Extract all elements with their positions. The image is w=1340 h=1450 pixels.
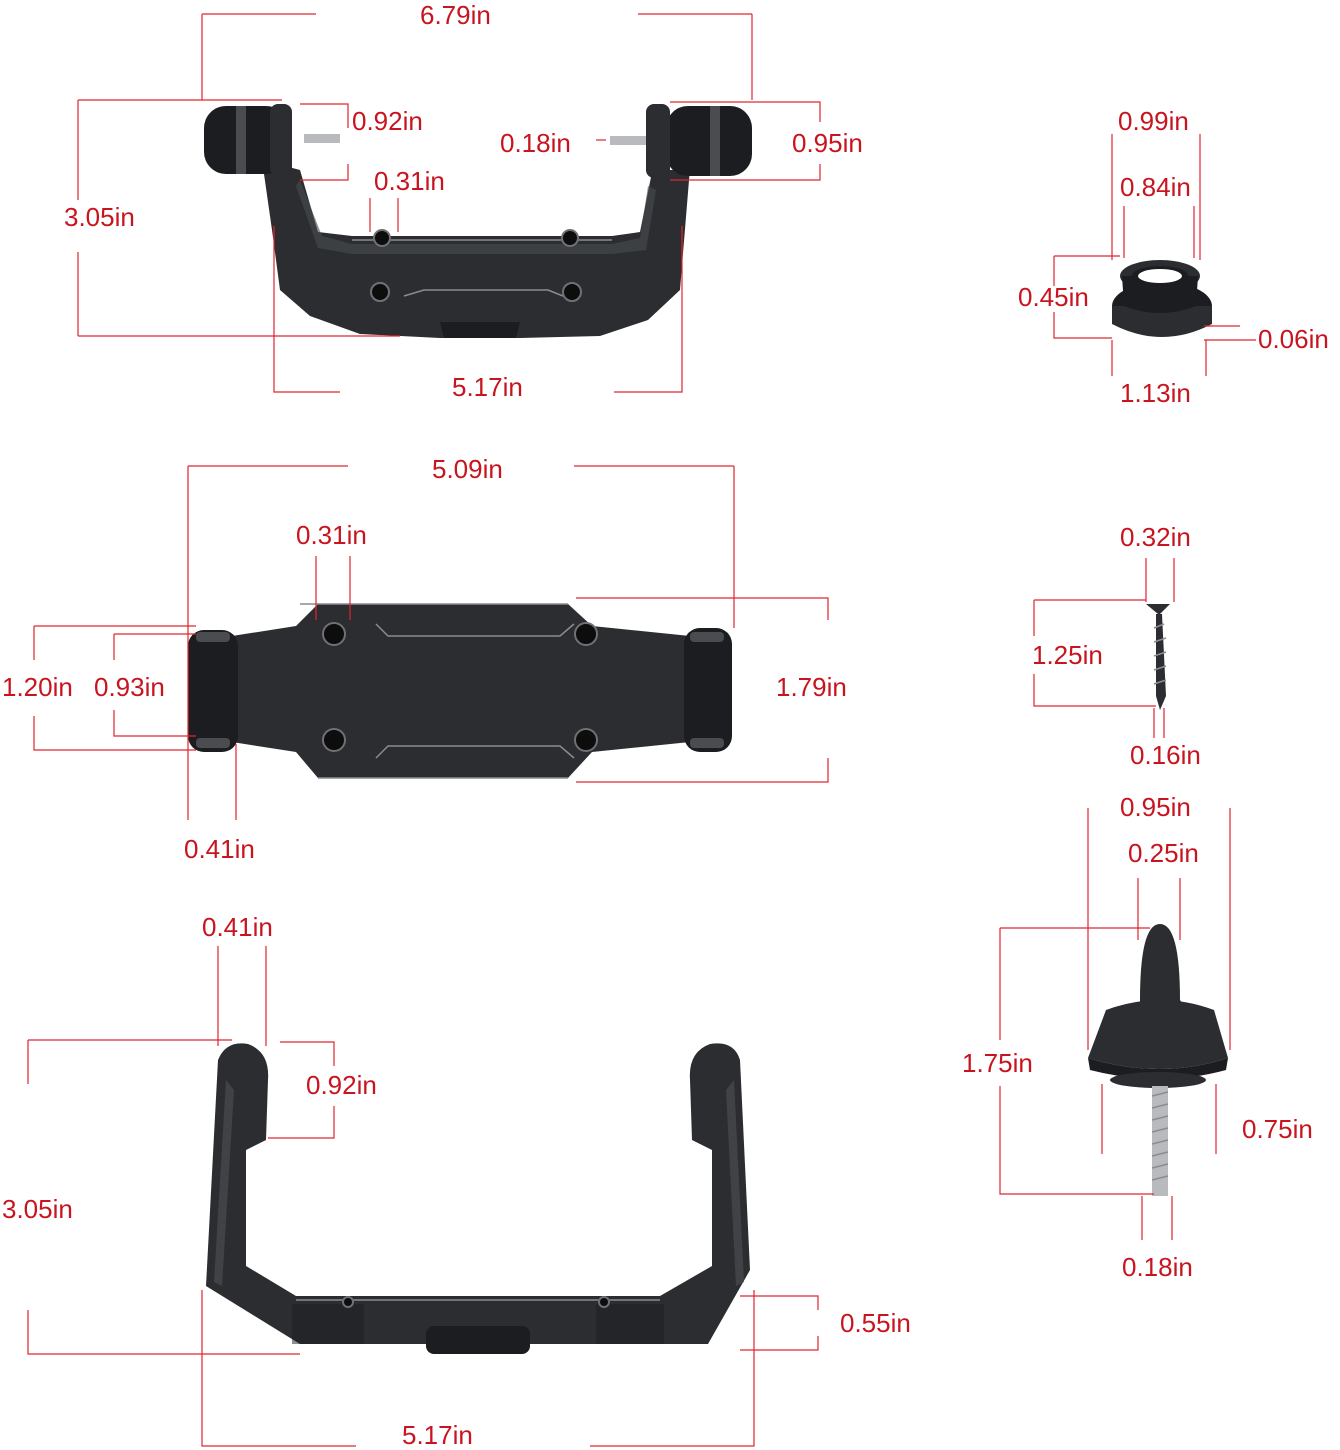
label-bot-overall-height: 3.05in (2, 1194, 73, 1224)
label-screw-length: 1.25in (1032, 640, 1103, 670)
bracket-top-view (188, 603, 732, 779)
label-mid-hole-spacing: 0.31in (296, 520, 367, 550)
bracket-front-view-dimension-lines (77, 13, 821, 393)
label-bot-base-height: 0.55in (840, 1308, 911, 1338)
bracket-front-view (204, 104, 752, 338)
label-knob-thread-dia: 0.18in (1122, 1252, 1193, 1282)
label-mid-outer-height: 1.20in (2, 672, 73, 702)
label-knob-tip: 0.25in (1128, 838, 1199, 868)
label-grommet-base: 1.13in (1120, 378, 1191, 408)
wood-screw-part (1146, 604, 1170, 710)
label-grommet-inner: 0.84in (1120, 172, 1191, 202)
label-screw-head: 0.32in (1120, 522, 1191, 552)
label-bot-arm-width: 0.41in (202, 912, 273, 942)
label-knob-outer: 0.95in (1120, 792, 1191, 822)
label-top-overall-width: 6.79in (420, 0, 491, 30)
label-mid-body-height: 1.79in (776, 672, 847, 702)
grommet-part (1112, 260, 1212, 337)
label-top-base-width: 5.17in (452, 372, 523, 402)
bracket-top-view-dimension-lines (33, 465, 829, 820)
label-mid-inner-height: 0.93in (94, 672, 165, 702)
label-top-knob-height-left: 0.92in (352, 106, 423, 136)
label-bot-base-width: 5.17in (402, 1420, 473, 1450)
label-grommet-lip: 0.06in (1258, 324, 1329, 354)
label-knob-height: 1.75in (962, 1048, 1033, 1078)
label-top-hole-spacing: 0.31in (374, 166, 445, 196)
label-grommet-outer: 0.99in (1118, 106, 1189, 136)
thumb-knob-part (1088, 924, 1228, 1196)
label-top-screw-length: 0.18in (500, 128, 571, 158)
thumb-knob-dimension-lines (999, 808, 1231, 1240)
grommet-dimension-lines (1053, 134, 1256, 376)
label-grommet-height: 0.45in (1018, 282, 1089, 312)
bracket-side-view-dimension-lines (27, 946, 819, 1447)
label-mid-overall-width: 5.09in (432, 454, 503, 484)
bracket-side-view (206, 1043, 750, 1354)
label-top-knob-height-right: 0.95in (792, 128, 863, 158)
label-top-overall-height: 3.05in (64, 202, 135, 232)
label-screw-shank: 0.16in (1130, 740, 1201, 770)
label-knob-thread-length: 0.75in (1242, 1114, 1313, 1144)
label-mid-knob-width: 0.41in (184, 834, 255, 864)
label-bot-knob-height: 0.92in (306, 1070, 377, 1100)
wood-screw-dimension-lines (1033, 558, 1175, 738)
